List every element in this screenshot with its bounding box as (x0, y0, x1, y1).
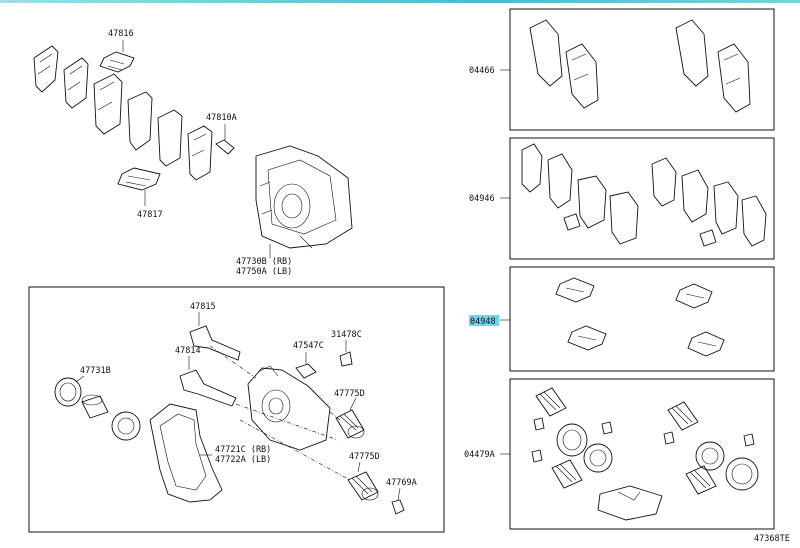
callout-47730b-rb: 47730B (RB) (236, 257, 292, 267)
callout-47547c: 47547C (293, 341, 324, 351)
callout-47815: 47815 (190, 302, 216, 312)
kit-box-04948 (509, 266, 775, 372)
callout-47775d-lower: 47775D (349, 452, 380, 462)
callout-47731b: 47731B (80, 366, 111, 376)
pad-group-upper-left (33, 40, 235, 206)
callout-47750a-lb: 47750A (LB) (236, 267, 292, 277)
kit-04946-parts (521, 143, 767, 247)
kit-04479a-parts (531, 387, 759, 521)
top-accent-bar (0, 0, 800, 3)
kit-label-04479a: 04479A (464, 450, 495, 460)
kit-label-04466: 04466 (469, 66, 495, 76)
caliper-assembly-parts (54, 312, 405, 515)
callout-47810a: 47810A (206, 113, 237, 123)
callout-47722a-lb: 47722A (LB) (215, 455, 271, 465)
callout-47775d-upper: 47775D (334, 389, 365, 399)
kit-04948-parts (555, 277, 725, 357)
kit-label-04948[interactable]: 04948 (470, 317, 496, 327)
kit-label-04946: 04946 (469, 194, 495, 204)
callout-47816: 47816 (108, 29, 134, 39)
kit-box-04946 (509, 137, 775, 260)
callout-31478c: 31478C (331, 330, 362, 340)
callout-47817: 47817 (137, 210, 163, 220)
callout-47721c-rb: 47721C (RB) (215, 445, 271, 455)
callout-47814: 47814 (175, 346, 201, 356)
kit-box-04466 (509, 8, 775, 131)
kit-label-04948-highlight (469, 315, 499, 326)
callout-47769a: 47769A (386, 478, 417, 488)
caliper-body-upper (255, 145, 353, 258)
caliper-assembly-frame (28, 286, 445, 533)
kit-04466-parts (529, 19, 751, 113)
figure-code: 47368TE (754, 534, 790, 544)
kit-box-04479a (509, 378, 775, 530)
